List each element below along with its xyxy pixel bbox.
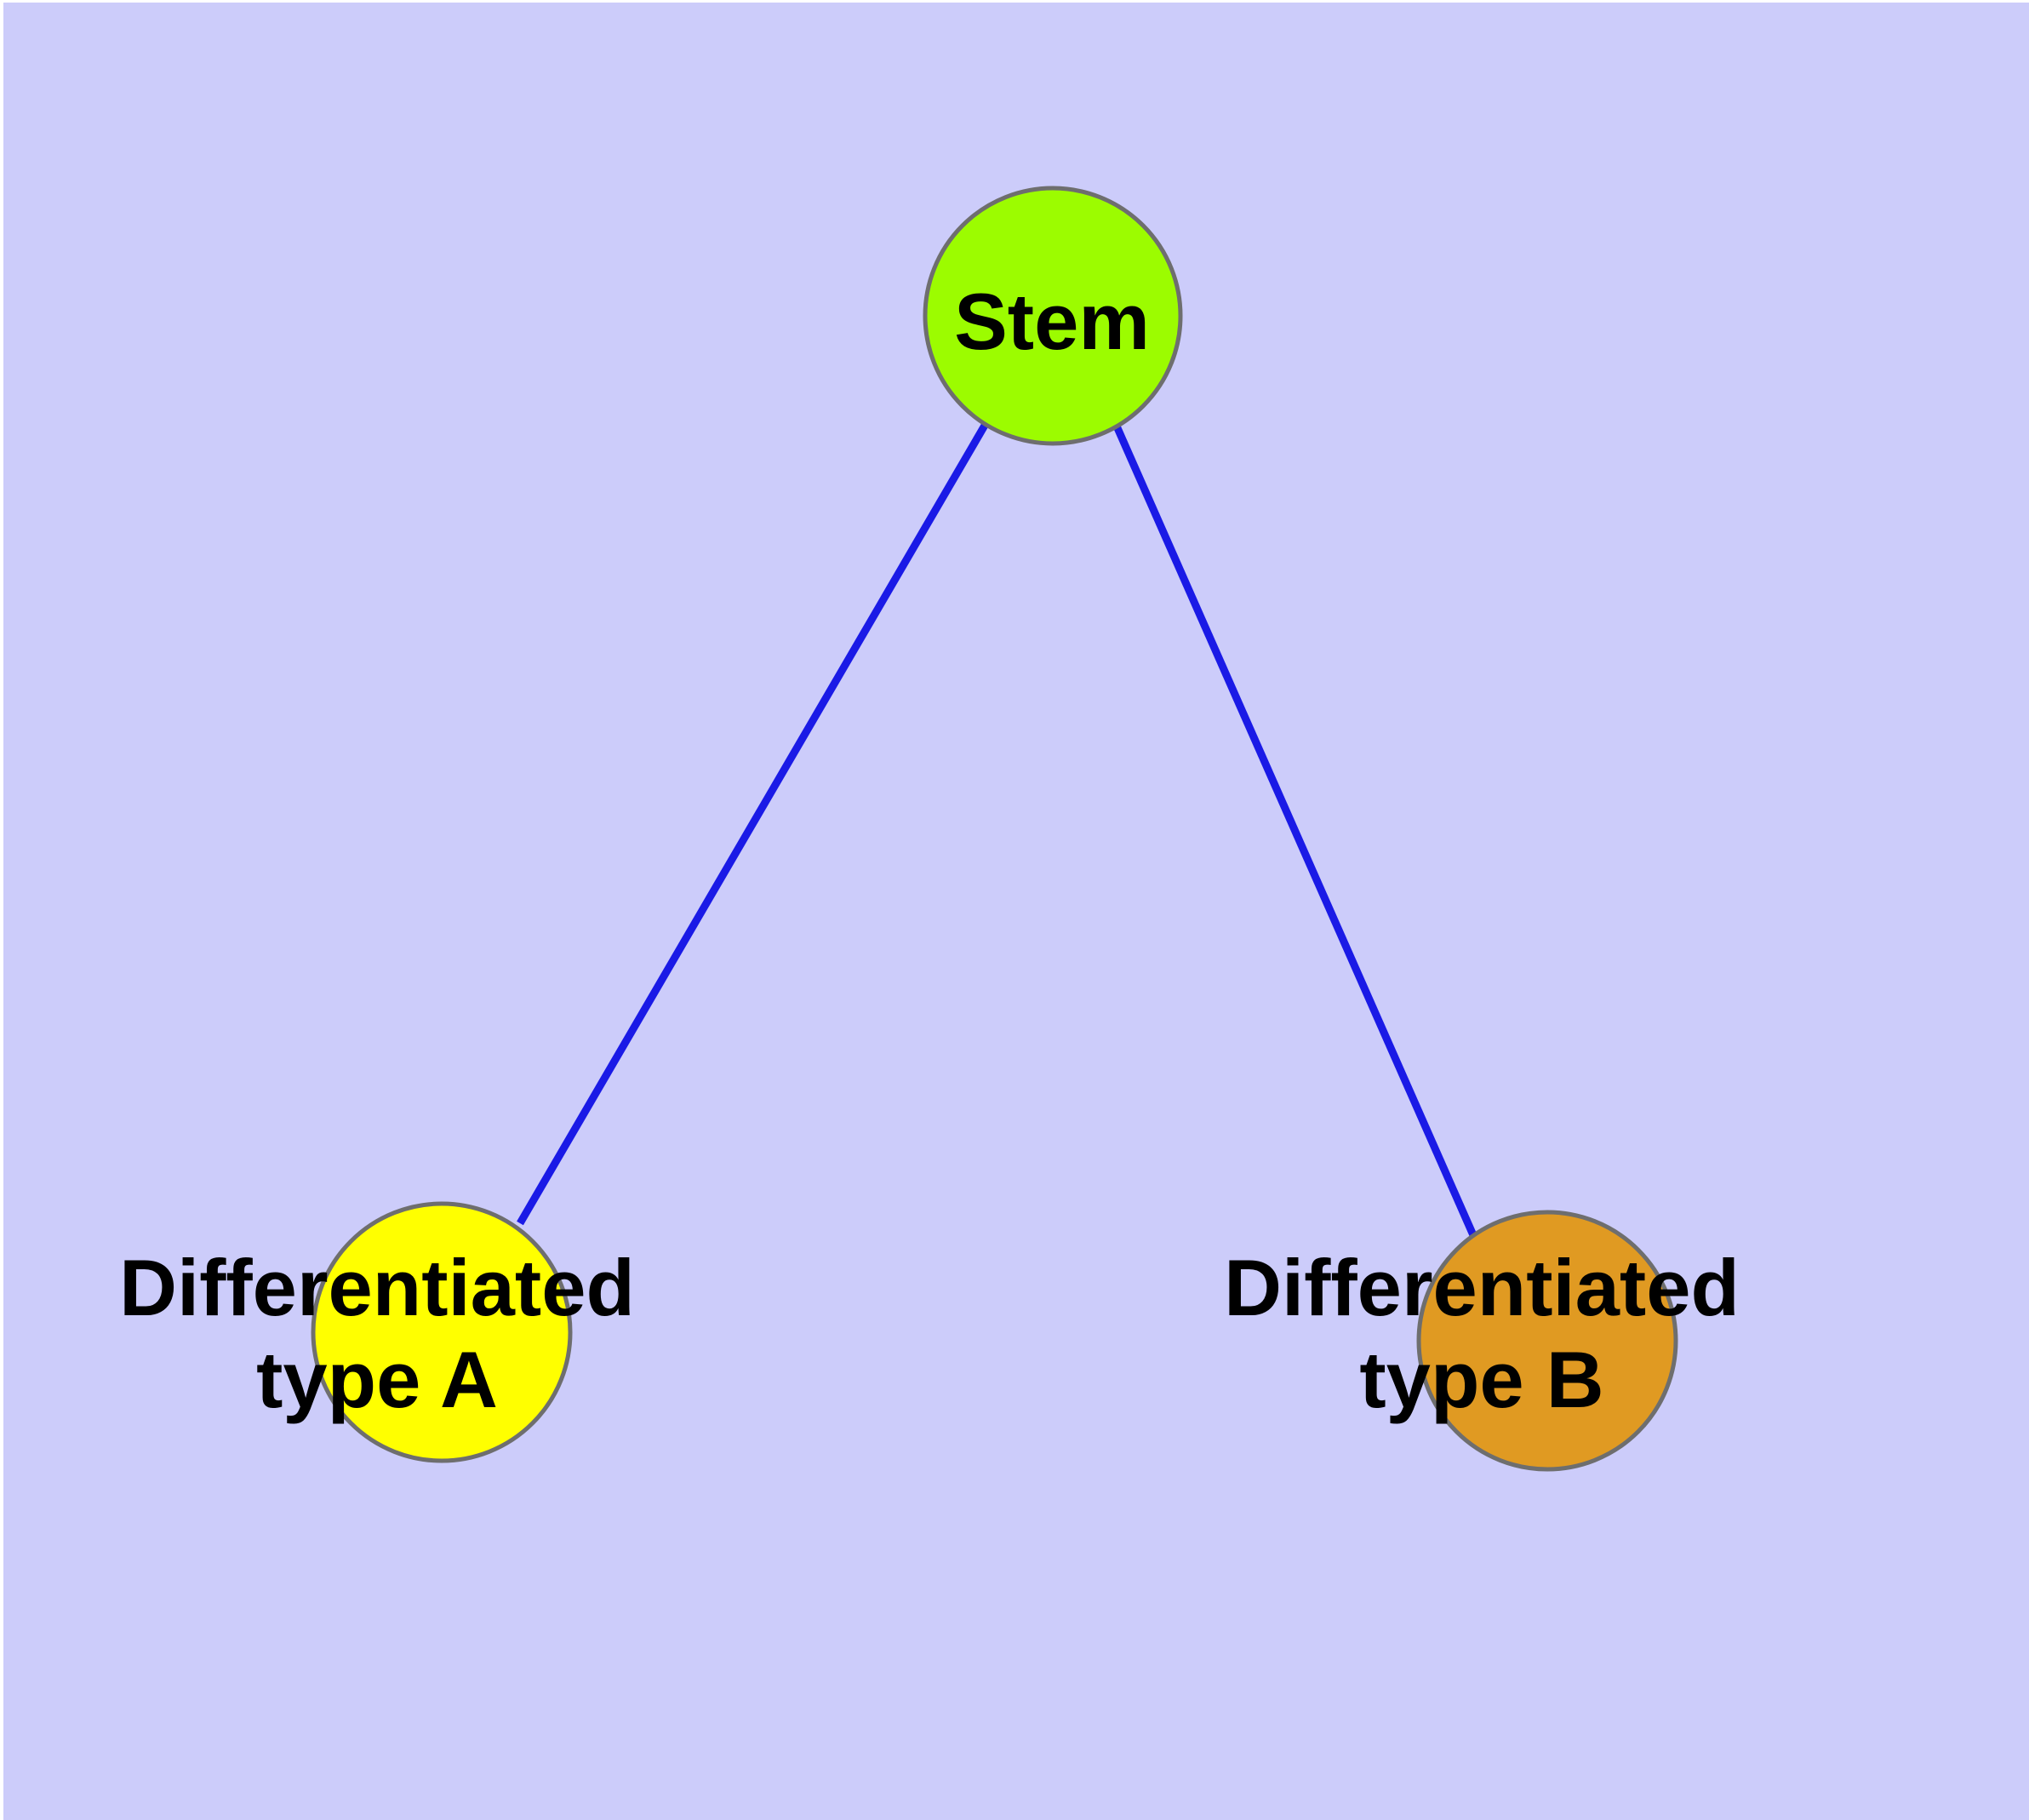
node-layer <box>311 186 1678 1472</box>
node-stem-circle[interactable] <box>923 186 1183 446</box>
edge-stem-to-type-b[interactable] <box>1111 421 1477 1237</box>
edge-layer <box>517 421 1477 1237</box>
node-label-line: Stem <box>954 277 1150 366</box>
edge-stem-to-type-a[interactable] <box>517 421 989 1226</box>
node-differentiated-type-b-circle[interactable] <box>1416 1210 1678 1472</box>
node-label-stem: Stem <box>954 277 1150 366</box>
node-label-line: Differentiated <box>119 1243 635 1332</box>
node-label-line: Differentiated <box>1224 1243 1740 1332</box>
node-label-line: type B <box>1359 1335 1603 1424</box>
node-differentiated-type-a-circle[interactable] <box>311 1201 573 1463</box>
node-label-line: type A <box>256 1335 498 1424</box>
